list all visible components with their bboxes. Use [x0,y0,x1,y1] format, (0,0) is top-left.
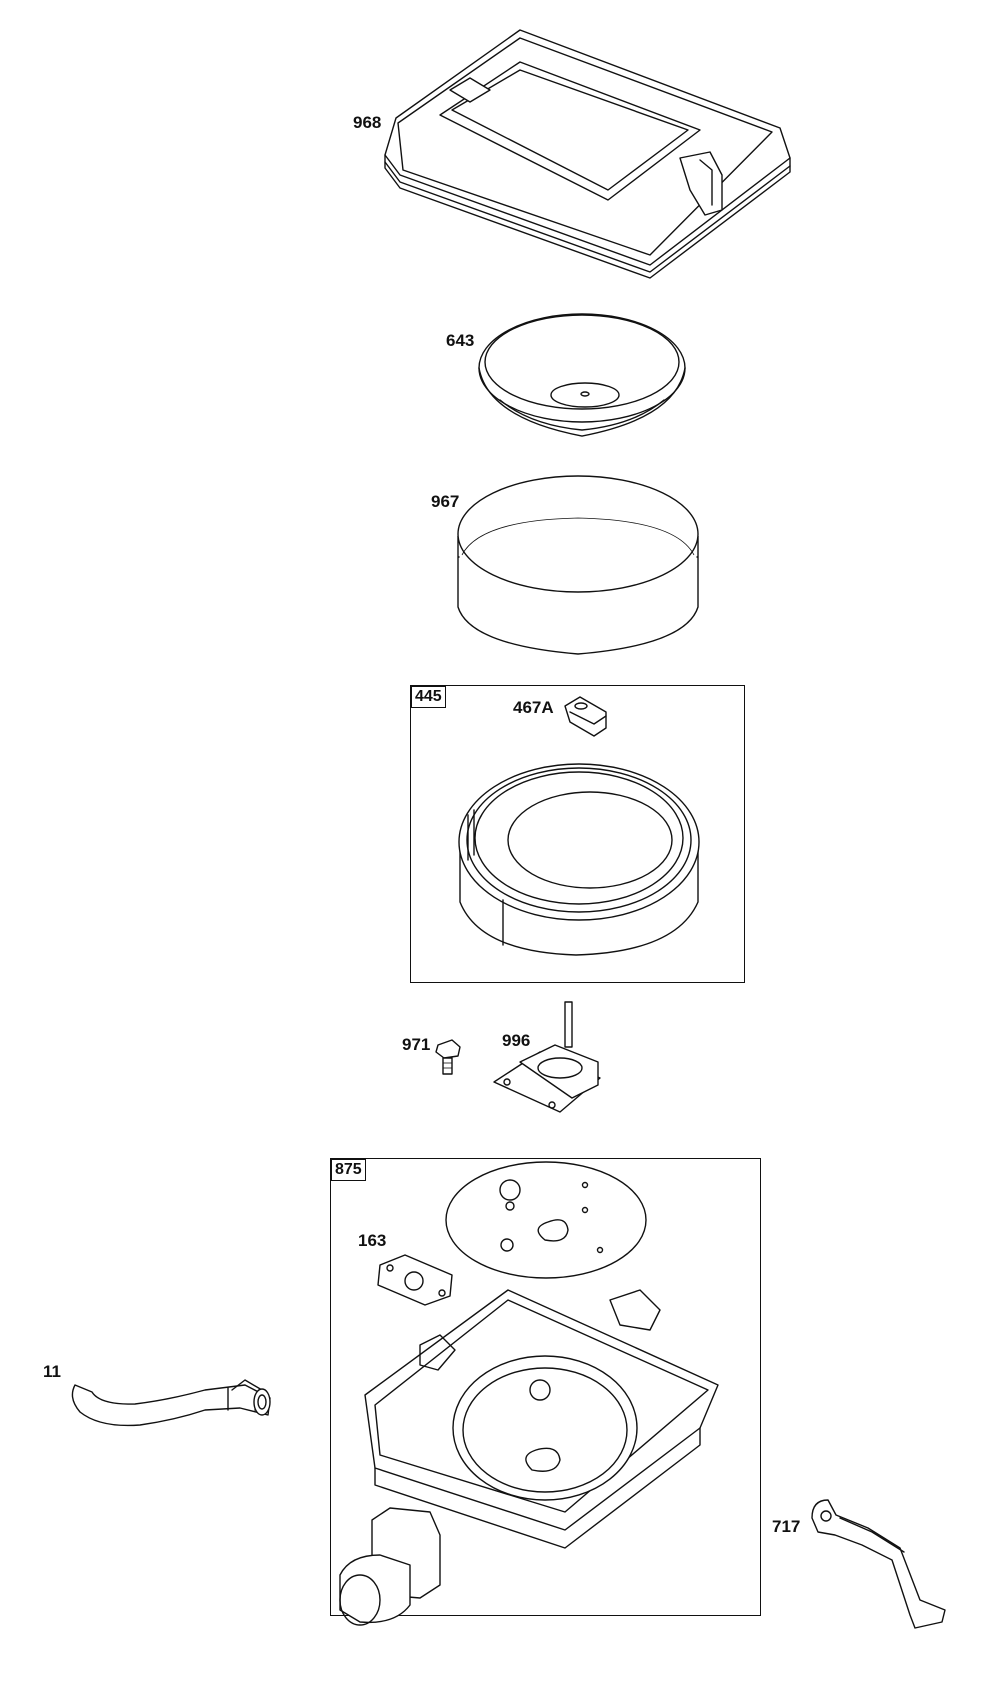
screw [435,1039,461,1075]
mounting-bracket [811,1499,946,1629]
label-717: 717 [772,1517,801,1536]
label-163: 163 [358,1231,387,1250]
filter-knob [564,696,607,737]
label-643: 643 [446,331,475,350]
base-gasket [445,1161,647,1279]
air-cleaner-cover [384,29,791,279]
carb-gasket [377,1254,453,1306]
filter-kit-box [410,685,745,983]
pre-cleaner-foam [457,475,699,655]
pre-cleaner-plate [478,313,686,437]
label-996: 996 [502,1031,531,1050]
label-967: 967 [431,492,460,511]
label-968: 968 [353,113,382,132]
label-11: 11 [43,1362,61,1381]
label-445: 445 [411,686,446,708]
label-875: 875 [331,1159,366,1181]
label-971: 971 [402,1035,431,1054]
filter-cartridge [458,763,700,956]
base-kit-box [330,1158,761,1616]
stud-bracket [493,1001,601,1113]
breather-tube [71,1379,271,1427]
air-cleaner-base [339,1289,719,1626]
label-467a: 467A [513,698,554,717]
